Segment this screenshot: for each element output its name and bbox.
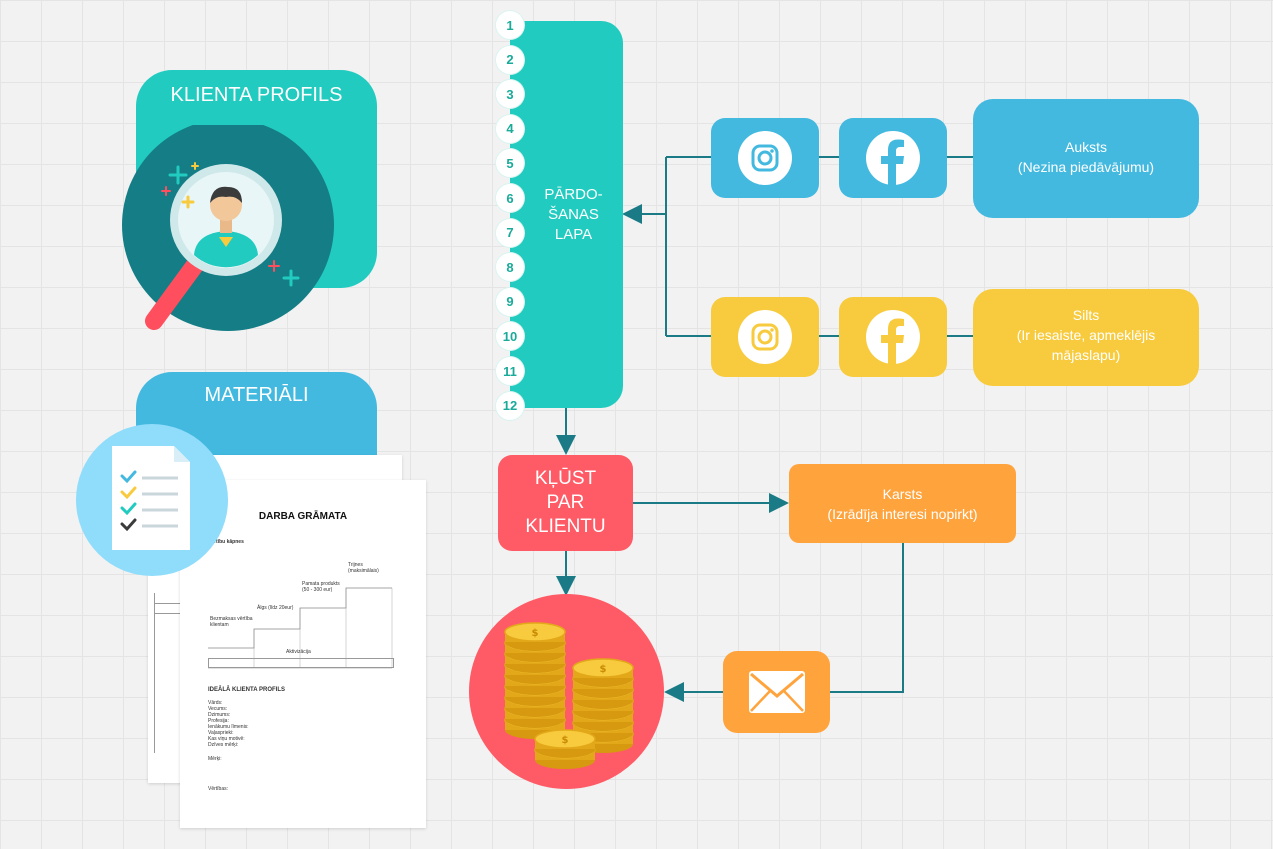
sales-step-6: 6 xyxy=(496,184,524,212)
profile-field: Vecums: xyxy=(208,706,228,712)
profile-field: Ienākumu līmenis: xyxy=(208,724,249,730)
ladder-step-1: Bezmaksas vērtība klientam xyxy=(210,616,253,628)
hot-title: Karsts xyxy=(882,485,923,502)
materials-title: MATERIĀLI xyxy=(204,384,309,406)
warm-stage-box[interactable]: Silts (Ir iesaiste, apmeklējis mājaslapu… xyxy=(973,289,1199,386)
ladder-step-2: Ālgs (līdz 20eur) xyxy=(257,605,294,611)
ladder-axis-label: Aktivizācija xyxy=(286,649,311,655)
sales-step-2: 2 xyxy=(496,45,524,74)
warm-facebook-tile[interactable] xyxy=(839,297,947,377)
profile-field: Vārds: xyxy=(208,700,223,706)
sales-step-5: 5 xyxy=(496,149,524,178)
document-section-profile: IDEĀLĀ KLIENTA PROFILS xyxy=(208,687,285,693)
ladder-step-3: Pamata produkts (50 - 300 eur) xyxy=(302,581,340,593)
profile-field: Kas viņu motivē: xyxy=(208,736,245,742)
envelope-icon xyxy=(748,671,805,713)
facebook-icon xyxy=(866,131,920,185)
sales-step-8: 8 xyxy=(496,253,524,282)
svg-text:$: $ xyxy=(600,664,607,675)
document-page-front[interactable]: DARBA GRĀMATA Vērtību kāpnes Bezmaksas v… xyxy=(180,480,426,828)
sales-step-12: 12 xyxy=(496,391,524,420)
profile-field: Vaļasprieki: xyxy=(208,730,234,736)
sales-page-box[interactable]: PĀRDO- ŠANAS LAPA xyxy=(510,21,623,408)
svg-text:$: $ xyxy=(562,735,569,746)
checklist-icon xyxy=(76,424,228,576)
sales-page-title: PĀRDO- ŠANAS LAPA xyxy=(544,185,603,243)
client-profile-title: KLIENTA PROFILS xyxy=(170,84,343,106)
profile-field: Dzimums: xyxy=(208,712,231,718)
profile-field: Dzīves mērķi: xyxy=(208,742,239,748)
sales-step-10: 10 xyxy=(496,322,524,351)
cold-subtitle: (Nezina piedāvājumu) xyxy=(1017,159,1155,175)
warm-subtitle: (Ir iesaiste, apmeklējis mājaslapu) xyxy=(1016,327,1156,363)
profile-values: Vērtības: xyxy=(208,786,229,792)
facebook-icon xyxy=(866,310,920,364)
become-client-title: KĻŪST PAR KLIENTU xyxy=(525,468,606,537)
sales-step-9: 9 xyxy=(496,287,524,316)
sales-step-1: 1 xyxy=(496,11,524,39)
svg-text:$: $ xyxy=(532,628,539,639)
hot-stage-box[interactable]: Karsts (Izrādīja interesi nopirkt) xyxy=(789,464,1016,543)
instagram-icon xyxy=(738,310,792,364)
cold-title: Auksts xyxy=(1064,139,1107,155)
become-client-box[interactable]: KĻŪST PAR KLIENTU xyxy=(498,455,633,551)
warm-instagram-tile[interactable] xyxy=(711,297,819,377)
sales-step-3: 3 xyxy=(496,80,524,109)
cold-facebook-tile[interactable] xyxy=(839,118,947,198)
ladder-step-4: Trijnes (maksimālais) xyxy=(348,562,379,574)
warm-title: Silts xyxy=(1072,307,1100,323)
email-tile[interactable] xyxy=(723,651,830,733)
instagram-icon xyxy=(738,131,792,185)
magnifier-person-icon xyxy=(116,119,338,335)
profile-field: Profesija: xyxy=(208,718,229,724)
profile-goals: Mērķi: xyxy=(208,756,222,762)
document-section-values: Vērtību kāpnes xyxy=(208,539,244,545)
cold-instagram-tile[interactable] xyxy=(711,118,819,198)
sales-step-4: 4 xyxy=(496,114,524,143)
sales-step-7: 7 xyxy=(496,218,524,247)
hot-subtitle: (Izrādīja interesi nopirkt) xyxy=(827,505,978,522)
document-title: DARBA GRĀMATA xyxy=(258,511,348,522)
coins-icon: $ $ $ xyxy=(469,594,664,789)
cold-stage-box[interactable]: Auksts (Nezina piedāvājumu) xyxy=(973,99,1199,218)
sales-step-11: 11 xyxy=(496,357,524,385)
